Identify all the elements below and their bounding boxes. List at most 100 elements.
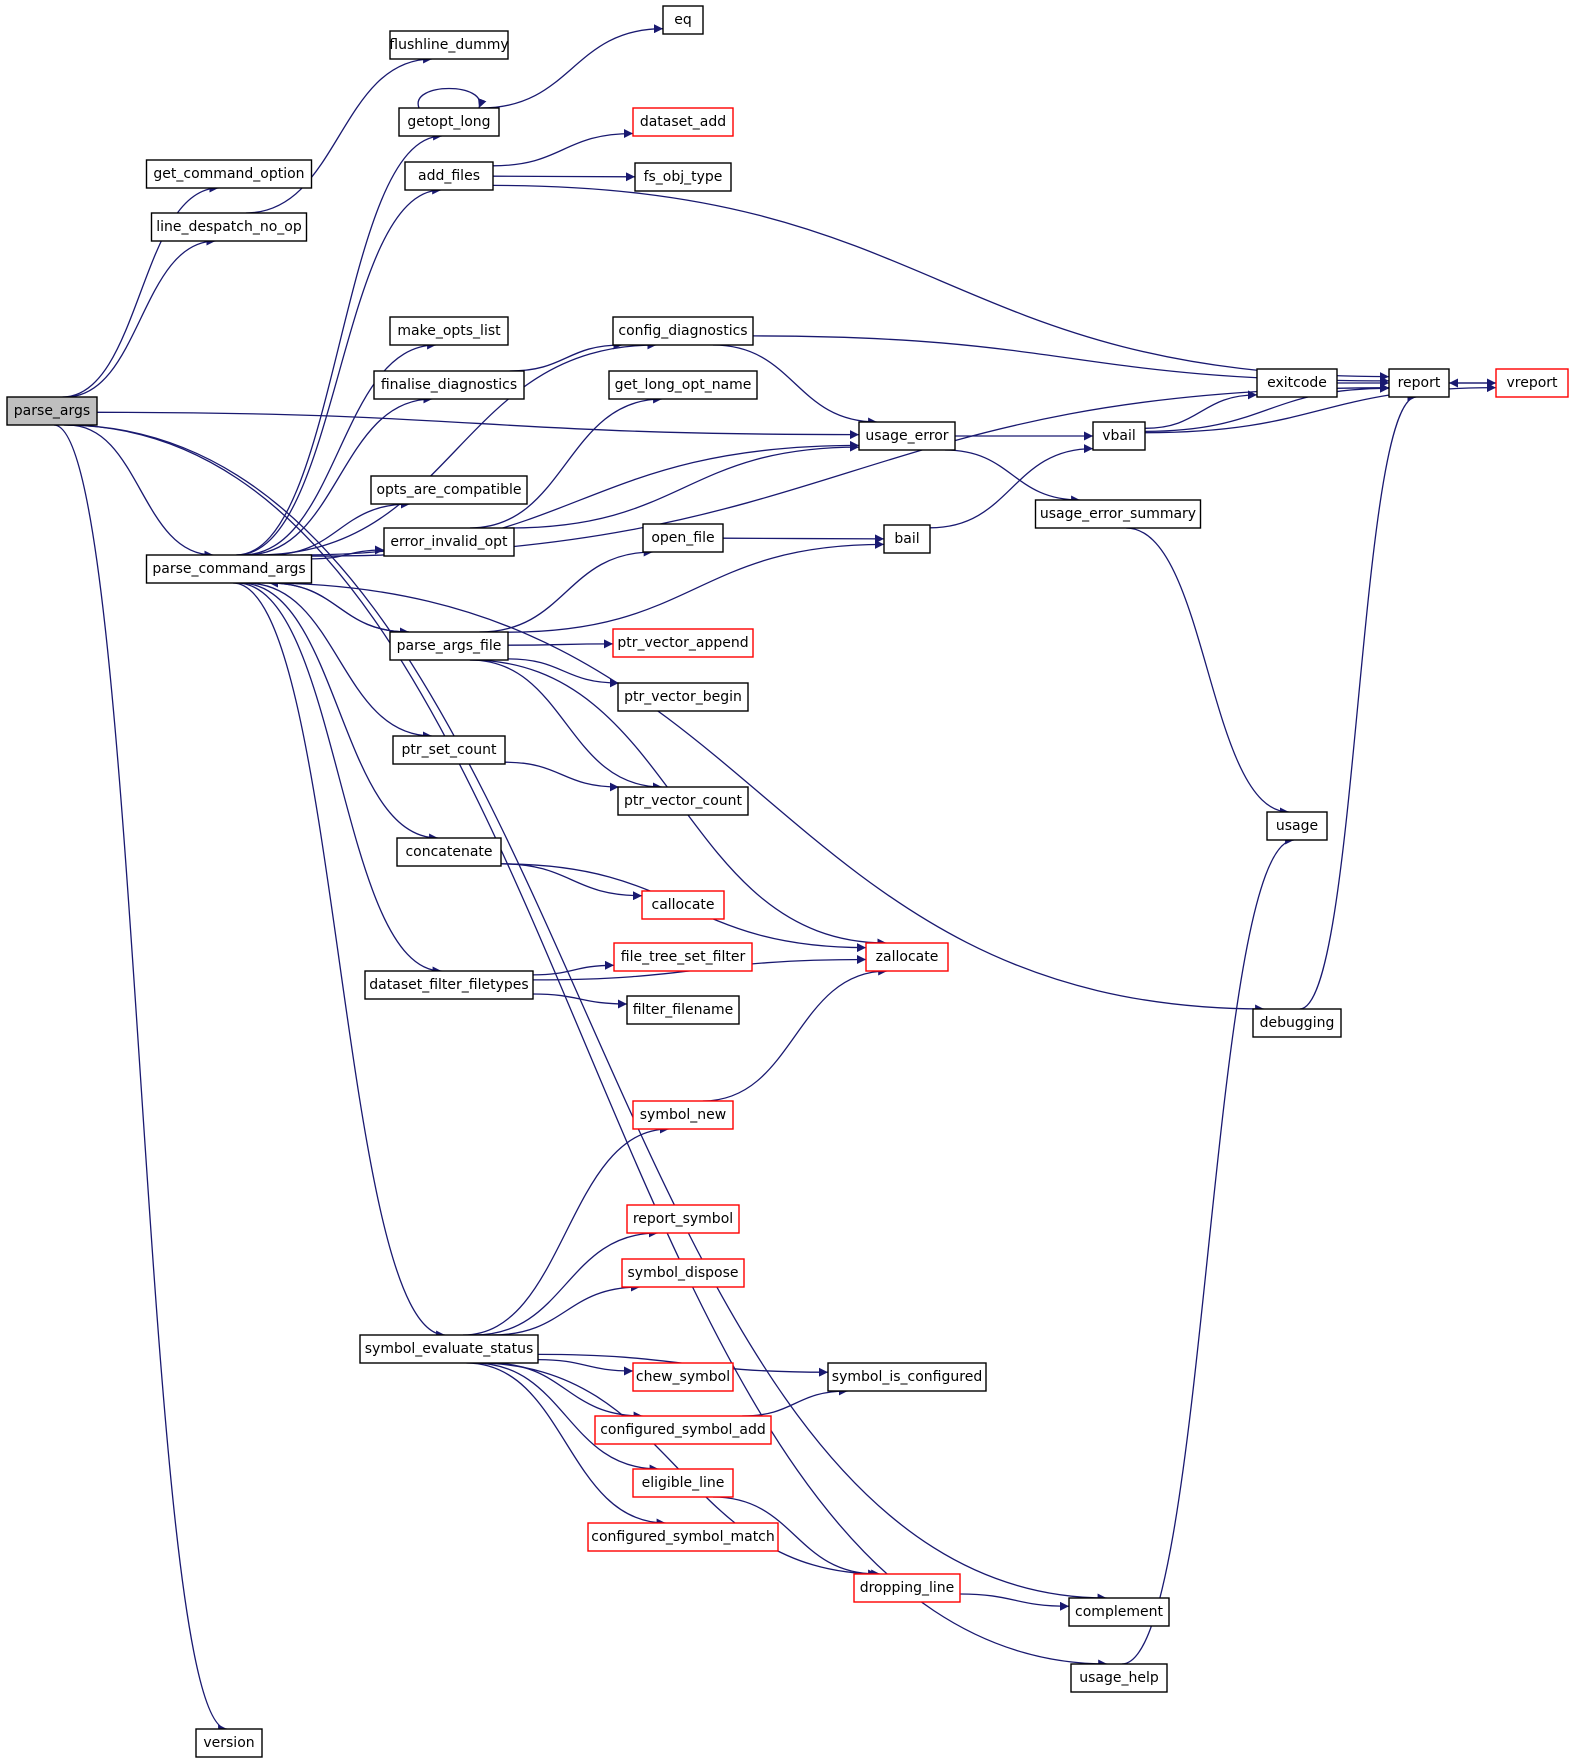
node-usage[interactable]: usage	[1266, 811, 1328, 841]
node-parse-command-args[interactable]: parse_command_args	[145, 554, 313, 584]
node-box	[195, 1728, 263, 1758]
node-symbol-is-configured[interactable]: symbol_is_configured	[827, 1362, 987, 1392]
node-symbol-dispose[interactable]: symbol_dispose	[621, 1258, 745, 1288]
node-label: usage_error	[865, 428, 948, 444]
node-get-long-opt-name[interactable]: get_long_opt_name	[608, 370, 758, 400]
node-ptr-vector-begin[interactable]: ptr_vector_begin	[617, 682, 749, 712]
node-vreport[interactable]: vreport	[1495, 368, 1569, 398]
node-label: report_symbol	[633, 1211, 733, 1227]
node-symbol-evaluate-status[interactable]: symbol_evaluate_status	[359, 1334, 539, 1364]
node-label: symbol_is_configured	[832, 1369, 982, 1385]
node-box	[641, 890, 725, 920]
edge-parse-command-args-to-ptr-set-count	[245, 582, 433, 741]
node-configured-symbol-add[interactable]: configured_symbol_add	[594, 1415, 772, 1445]
node-label: symbol_new	[640, 1107, 727, 1123]
node-dataset-filter-filetypes[interactable]: dataset_filter_filetypes	[364, 970, 534, 1000]
edge-parse-command-args-to-concatenate	[239, 582, 439, 843]
node-chew-symbol[interactable]: chew_symbol	[632, 1362, 734, 1392]
node-label: usage_help	[1079, 1670, 1159, 1686]
node-label: callocate	[652, 897, 715, 913]
edge-parse-command-args-to-add-files	[236, 185, 442, 556]
node-label: opts_are_compatible	[376, 482, 521, 498]
node-ptr-vector-count[interactable]: ptr_vector_count	[617, 786, 749, 816]
node-box	[853, 1573, 961, 1603]
node-configured-symbol-match[interactable]: configured_symbol_match	[587, 1522, 779, 1552]
node-error-invalid-opt[interactable]: error_invalid_opt	[383, 527, 515, 557]
node-label: symbol_evaluate_status	[365, 1341, 534, 1357]
node-box	[621, 1258, 745, 1288]
node-box	[1252, 1008, 1342, 1038]
node-finalise-diagnostics[interactable]: finalise_diagnostics	[373, 370, 525, 400]
node-label: usage_error_summary	[1040, 506, 1196, 522]
node-dropping-line[interactable]: dropping_line	[853, 1573, 961, 1603]
edge-parse-command-args-to-opts-are-compatible	[267, 499, 411, 556]
node-dataset-add[interactable]: dataset_add	[632, 107, 734, 137]
node-line-despatch-no-op[interactable]: line_despatch_no_op	[150, 212, 308, 242]
node-label: ptr_vector_append	[617, 635, 748, 651]
node-open-file[interactable]: open_file	[642, 523, 724, 553]
node-label: line_despatch_no_op	[156, 219, 302, 235]
node-callocate[interactable]: callocate	[641, 890, 725, 920]
node-debugging[interactable]: debugging	[1252, 1008, 1342, 1038]
node-zallocate[interactable]: zallocate	[865, 942, 949, 972]
node-parse-args[interactable]: parse_args	[6, 396, 98, 426]
node-box	[359, 1334, 539, 1364]
node-box	[404, 161, 494, 191]
node-box	[612, 316, 754, 346]
node-box	[1070, 1663, 1168, 1693]
node-make-opts-list[interactable]: make_opts_list	[389, 316, 509, 346]
node-box	[389, 316, 509, 346]
node-box	[587, 1522, 779, 1552]
edge-finalise-diagnostics-to-config-diagnostics	[509, 340, 623, 372]
node-flushline-dummy[interactable]: flushline_dummy	[389, 30, 509, 60]
edge-error-invalid-opt-to-get-long-opt-name	[469, 394, 663, 529]
node-label: dropping_line	[860, 1580, 955, 1596]
node-ptr-vector-append[interactable]: ptr_vector_append	[612, 628, 754, 658]
node-config-diagnostics[interactable]: config_diagnostics	[612, 316, 754, 346]
node-file-tree-set-filter[interactable]: file_tree_set_filter	[613, 942, 753, 972]
node-add-files[interactable]: add_files	[404, 161, 494, 191]
edge-symbol-evaluate-status-to-chew-symbol	[537, 1358, 634, 1376]
node-parse-args-file[interactable]: parse_args_file	[389, 631, 509, 661]
node-fs-obj-type[interactable]: fs_obj_type	[634, 162, 732, 192]
node-ptr-set-count[interactable]: ptr_set_count	[392, 735, 506, 765]
node-label: flushline_dummy	[389, 37, 508, 53]
node-box	[1256, 368, 1338, 398]
node-box	[608, 370, 758, 400]
edge-parse-args-to-usage-help	[63, 424, 1108, 1669]
edge-parse-args-file-to-open-file	[479, 547, 653, 633]
edge-parse-args-file-to-ptr-vector-begin	[507, 658, 619, 688]
node-version[interactable]: version	[195, 1728, 263, 1758]
node-usage-help[interactable]: usage_help	[1070, 1663, 1168, 1693]
edge-parse-command-args-to-config-diagnostics	[255, 340, 657, 556]
node-box	[883, 524, 931, 554]
node-opts-are-compatible[interactable]: opts_are_compatible	[370, 475, 528, 505]
node-vbail[interactable]: vbail	[1092, 421, 1146, 451]
node-symbol-new[interactable]: symbol_new	[632, 1100, 734, 1130]
node-eligible-line[interactable]: eligible_line	[632, 1468, 734, 1498]
edge-dropping-line-to-complement	[959, 1593, 1070, 1611]
node-exitcode[interactable]: exitcode	[1256, 368, 1338, 398]
node-filter-filename[interactable]: filter_filename	[626, 995, 740, 1025]
node-eq[interactable]: eq	[662, 5, 704, 35]
edge-symbol-new-to-zallocate	[702, 966, 888, 1102]
node-label: eq	[674, 12, 692, 28]
node-usage-error[interactable]: usage_error	[858, 421, 956, 451]
node-box	[617, 786, 749, 816]
node-label: finalise_diagnostics	[381, 377, 517, 393]
node-bail[interactable]: bail	[883, 524, 931, 554]
node-concatenate[interactable]: concatenate	[396, 837, 502, 867]
edge-parse-args-to-version	[53, 424, 228, 1734]
node-box	[632, 107, 734, 137]
node-usage-error-summary[interactable]: usage_error_summary	[1034, 499, 1202, 529]
node-complement[interactable]: complement	[1068, 1597, 1170, 1627]
edge-usage-error-to-usage-error-summary	[944, 449, 1081, 505]
edge-add-files-to-report	[492, 184, 1390, 382]
node-box	[1034, 499, 1202, 529]
node-getopt-long[interactable]: getopt_long	[398, 107, 500, 137]
node-get-command-option[interactable]: get_command_option	[145, 159, 313, 189]
node-report[interactable]: report	[1388, 368, 1450, 398]
node-report-symbol[interactable]: report_symbol	[626, 1204, 740, 1234]
edge-concatenate-to-callocate	[500, 863, 643, 901]
edge-parse-command-args-to-getopt-long	[235, 131, 443, 556]
